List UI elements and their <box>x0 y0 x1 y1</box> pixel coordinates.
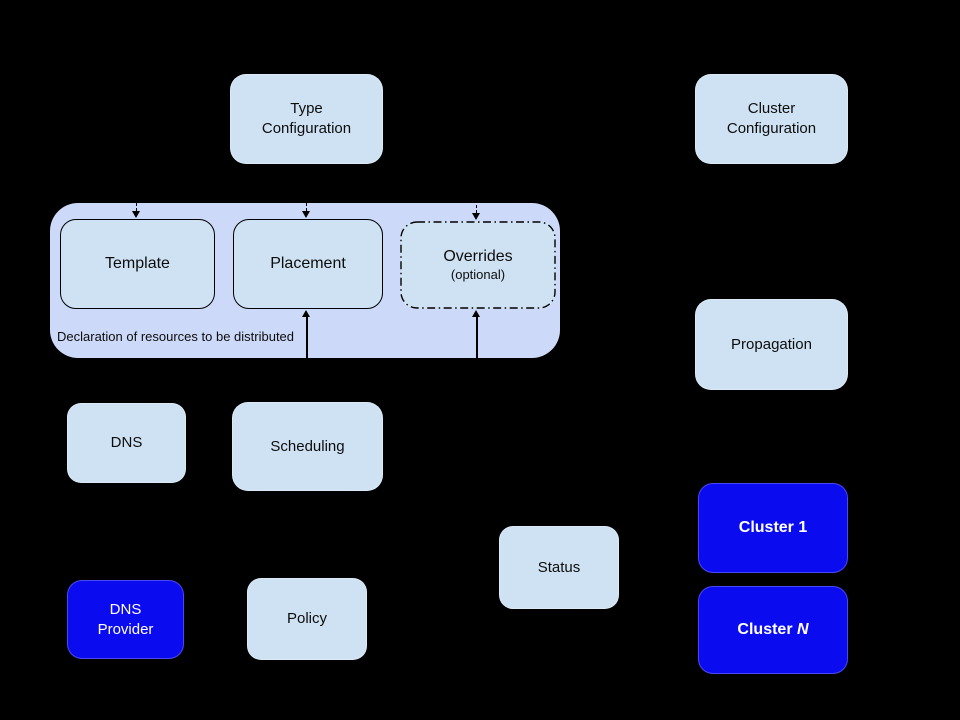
node-status: Status <box>499 526 619 609</box>
node-cluster-n-label: Cluster N <box>699 619 847 640</box>
node-overrides-label: Overrides (optional) <box>400 248 556 282</box>
node-policy-label: Policy <box>286 610 327 628</box>
node-propagation: Propagation <box>695 299 848 390</box>
node-template-label: Template <box>105 255 170 272</box>
connector-solid-line <box>476 317 478 358</box>
label-line: DNS <box>109 600 142 618</box>
label-line: Configuration <box>726 120 817 137</box>
node-cluster-configuration: Cluster Configuration <box>695 74 848 164</box>
node-propagation-label: Propagation <box>731 335 812 353</box>
node-dns-label: DNS <box>110 434 143 452</box>
node-dns-provider: DNS Provider <box>67 580 184 659</box>
container-caption: Declaration of resources to be distribut… <box>57 329 295 344</box>
arrowhead-down-icon <box>472 213 480 220</box>
node-dns: DNS <box>67 403 186 483</box>
label-line: Cluster <box>737 621 797 639</box>
node-cluster-configuration-label: Cluster Configuration <box>696 99 847 139</box>
label-line: Overrides <box>443 248 513 265</box>
node-cluster-n: Cluster N <box>698 586 848 674</box>
connector-dashed-line <box>306 203 307 211</box>
node-policy: Policy <box>247 578 367 660</box>
node-type-configuration: Type Configuration <box>230 74 383 164</box>
node-status-label: Status <box>537 558 581 576</box>
label-line: Cluster <box>747 100 796 118</box>
arrowhead-up-icon <box>472 310 480 317</box>
label-italic-n: N <box>797 621 809 639</box>
label-subline: (optional) <box>450 267 506 282</box>
node-type-configuration-label: Type Configuration <box>231 99 382 139</box>
connector-dashed-line <box>476 205 477 213</box>
connector-solid-line <box>306 317 308 358</box>
sync-icon <box>744 398 794 470</box>
node-cluster-1-label: Cluster 1 <box>738 519 808 537</box>
node-template: Template <box>60 219 215 309</box>
node-cluster-1: Cluster 1 <box>698 483 848 573</box>
node-dns-provider-label: DNS Provider <box>68 600 183 640</box>
node-overrides: Overrides (optional) <box>400 221 556 309</box>
arrowhead-down-icon <box>132 211 140 218</box>
node-scheduling-label: Scheduling <box>270 437 345 455</box>
arrowhead-down-icon <box>302 211 310 218</box>
label-line: Configuration <box>261 120 352 137</box>
node-scheduling: Scheduling <box>232 402 383 491</box>
node-placement: Placement <box>233 219 383 309</box>
arrowhead-up-icon <box>302 310 310 317</box>
label-line: Provider <box>97 620 154 638</box>
sync-icon <box>632 534 682 604</box>
sync-icon <box>91 494 155 570</box>
connector-dashed-line <box>136 203 137 211</box>
label-line: Type <box>290 100 323 118</box>
node-placement-label: Placement <box>270 255 346 272</box>
